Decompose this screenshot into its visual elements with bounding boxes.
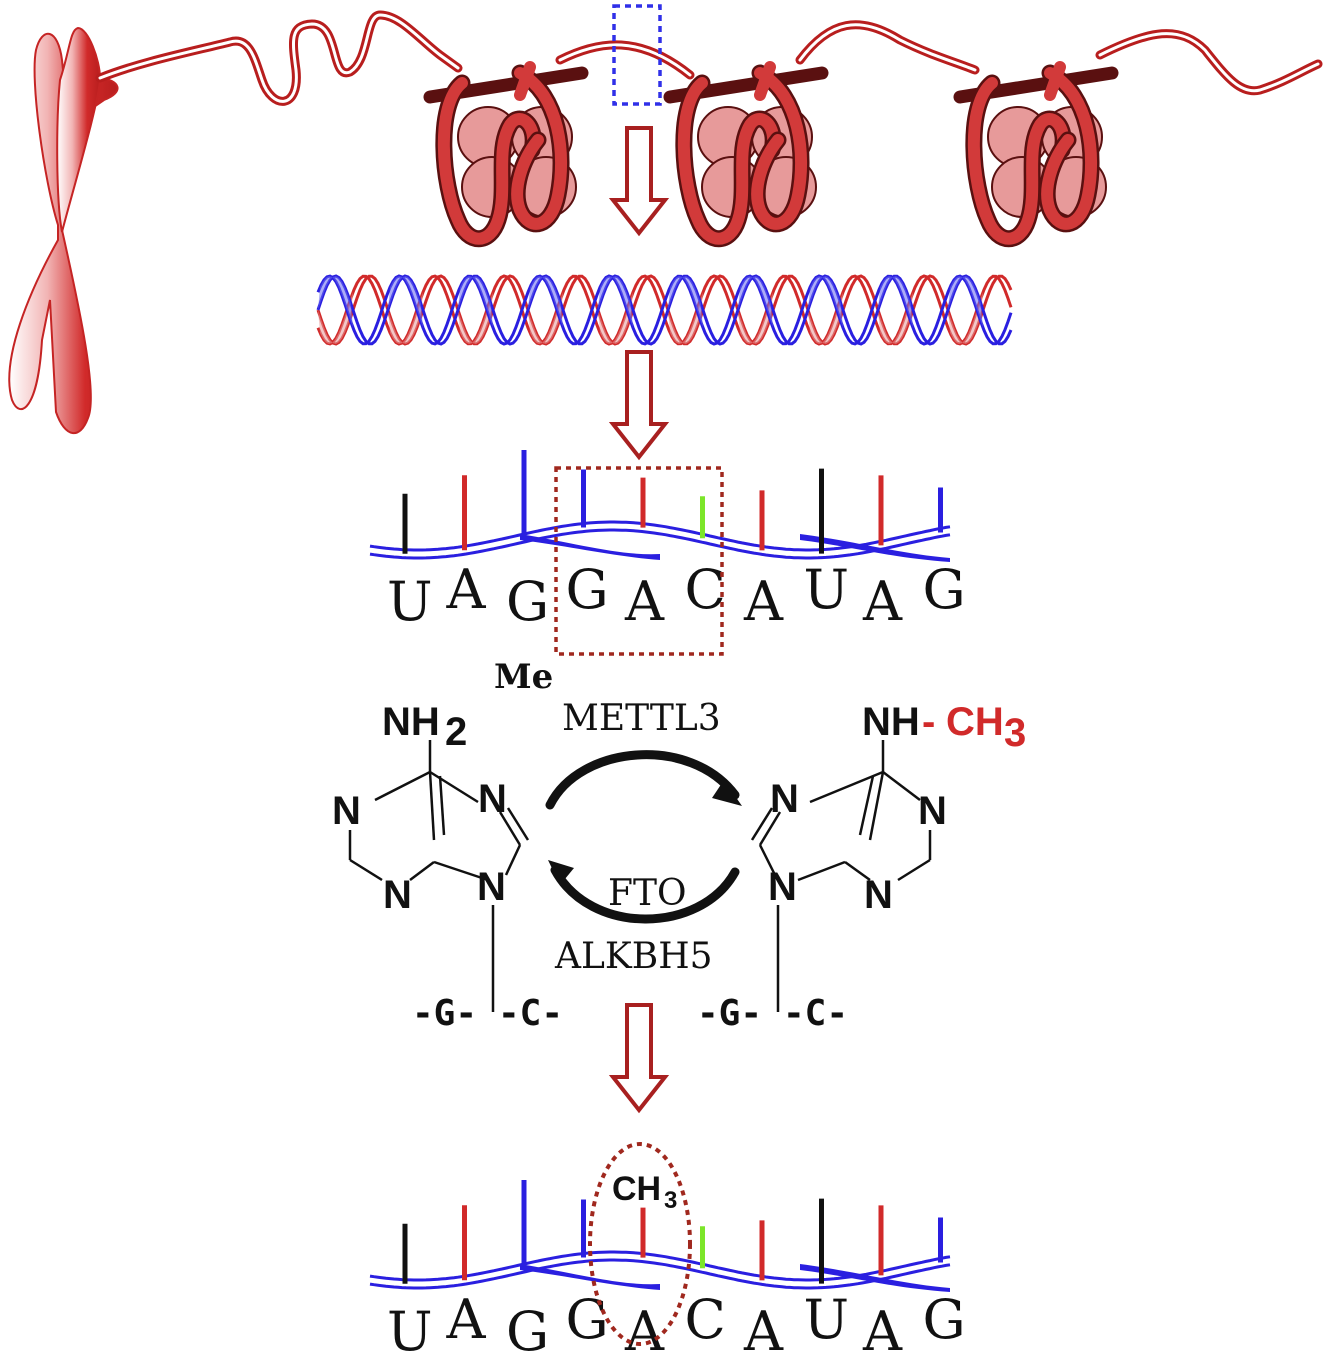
bottom-rna-nucleotide-4: G (566, 1288, 609, 1351)
m6a-structure: NH - CH 3 N N N N -G- -C- (697, 700, 1026, 1034)
bottom-rna-nucleotide-5: A (624, 1300, 665, 1352)
top-rna-nucleotide-3: G (506, 570, 549, 633)
ring-n1: N (332, 789, 361, 833)
top-rna-nucleotide-4: G (566, 558, 609, 621)
top-rna-nucleotide-1: U (387, 570, 433, 633)
m6a-methyl-subscript: 3 (1004, 711, 1026, 755)
m6a-ring-n1: N (918, 789, 947, 833)
methylation-site-circle (588, 1142, 692, 1346)
dna-strand-blue (316, 274, 1013, 346)
bottom-rna-nucleotide-6: C (685, 1288, 726, 1351)
bottom-rna-nucleotide-1: U (387, 1300, 433, 1352)
writer-label: METTL3 (562, 698, 721, 739)
backbone-c: -C- (498, 993, 563, 1034)
m6a-ring-n7: N (770, 777, 799, 821)
eraser-label-fto: FTO (608, 873, 687, 914)
me-label: Me (494, 657, 553, 697)
methylation-cycle: METTL3 FTO ALKBH5 (545, 698, 742, 977)
chromosome (8, 26, 119, 435)
m6a-backbone-g: -G- (697, 993, 762, 1034)
chromatin-fiber (95, 10, 1323, 106)
demethylation-arrowhead (548, 860, 574, 885)
top-rna-nucleotide-6: C (685, 558, 726, 621)
eraser-label-alkbh5: ALKBH5 (554, 936, 713, 977)
methyl-ch-label: CH (612, 1170, 661, 1208)
bottom-rna-nucleotide-10: G (923, 1288, 966, 1351)
methylation-arrow (545, 750, 740, 810)
m6a-backbone-c: -C- (783, 993, 848, 1034)
top-rna-nucleotide-2: A (446, 558, 487, 621)
ring-n7: N (478, 777, 507, 821)
amine-label: NH (382, 700, 440, 744)
m6a-methyl-label: CH (946, 700, 1004, 744)
methylation-arrowhead (712, 780, 742, 806)
demethylation-arrow (550, 865, 740, 924)
top-rna-nucleotide-9: A (862, 570, 903, 633)
adenosine-structure: NH 2 N N N N -G- -C- (332, 700, 563, 1034)
arrow-dna-to-rna (611, 350, 667, 459)
ring-n3: N (383, 873, 412, 917)
dna-selection-box (612, 4, 662, 106)
top-rna-nucleotide-7: A (743, 570, 784, 633)
top-rna-backbone-lower (369, 528, 951, 560)
arrow-fiber-to-dna (611, 126, 667, 235)
bottom-rna-nucleotide-3: G (506, 1300, 549, 1352)
arrow-to-methylated-rna (611, 1003, 667, 1112)
bottom-rna-nucleotide-2: A (446, 1288, 487, 1351)
m6a-methyl-dash: - (922, 700, 935, 744)
m6a-ring-n3: N (864, 873, 893, 917)
m6a-amine-label: NH (862, 700, 920, 744)
nucleosome-2 (670, 67, 822, 239)
dna-double-helix (316, 274, 1013, 346)
gac-motif-box (554, 466, 724, 656)
backbone-g: -G- (412, 993, 477, 1034)
bottom-rna-backbone-lower (369, 1258, 951, 1290)
nucleosome-1 (430, 67, 582, 239)
top-rna-nucleotide-8: U (804, 558, 850, 621)
amine-subscript: 2 (445, 710, 467, 754)
bottom-rna-nucleotide-9: A (862, 1300, 903, 1352)
bottom-rna-backbone-shade-1 (520, 1264, 660, 1290)
nucleosome-3 (960, 67, 1112, 239)
m6a-ring-n9: N (768, 865, 797, 909)
bottom-rna-nucleotide-7: A (743, 1300, 784, 1352)
methyl-subscript: 3 (664, 1187, 677, 1214)
ring-n9: N (477, 865, 506, 909)
bottom-rna-backbone-shade-2 (800, 1264, 950, 1292)
methyl-group-label: CH 3 (612, 1170, 677, 1214)
top-rna-backbone-shade-1 (520, 534, 660, 560)
top-rna-backbone-shade-2 (800, 534, 950, 562)
bottom-rna-nucleotide-8: U (804, 1288, 850, 1351)
top-rna-nucleotide-10: G (923, 558, 966, 621)
top-rna-nucleotide-5: A (624, 570, 665, 633)
